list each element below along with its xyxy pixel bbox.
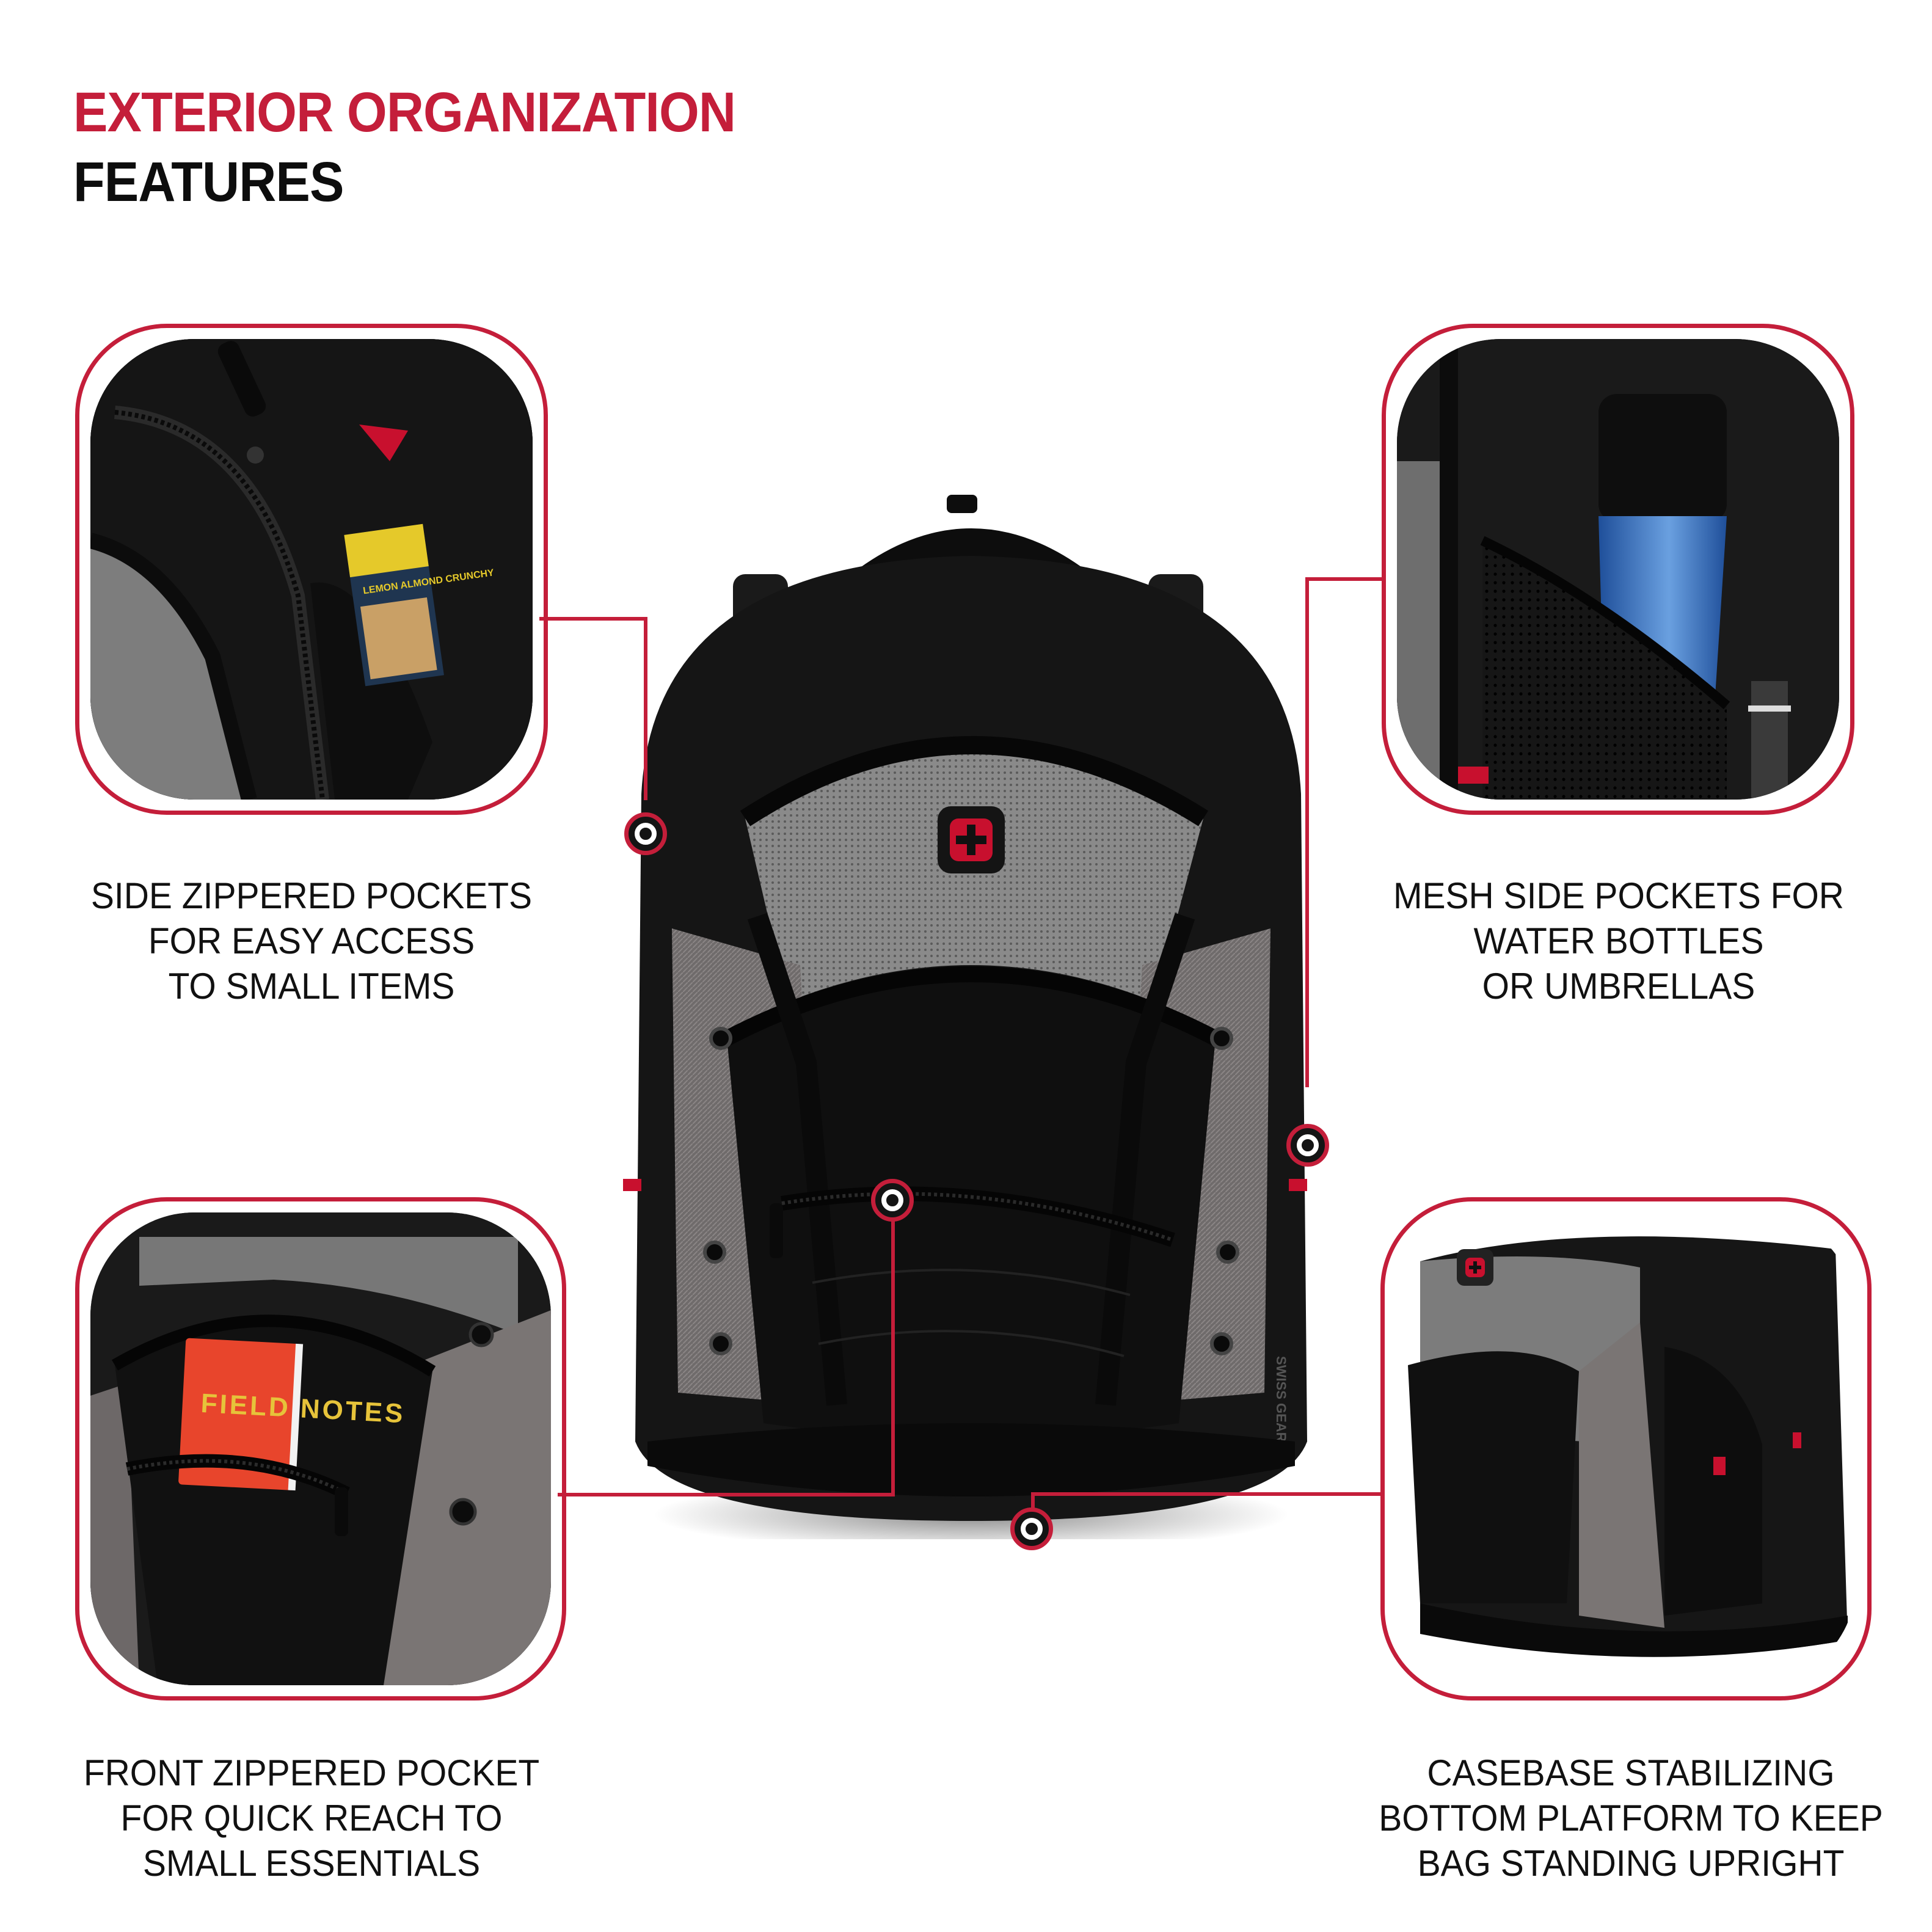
caption-line: SIDE ZIPPERED POCKETS — [90, 875, 533, 916]
backpack-product-image: SWISS GEAR — [605, 489, 1332, 1539]
marker-ring-icon — [1021, 1518, 1043, 1540]
backpack-illustration: SWISS GEAR — [623, 495, 1307, 1539]
side-pocket-illustration: LEMON ALMOND CRUNCHY — [90, 339, 533, 800]
swiss-cross-icon — [938, 806, 1005, 873]
caption-line: FRONT ZIPPERED POCKET — [83, 1752, 540, 1793]
casebase-illustration — [1396, 1212, 1856, 1685]
caption-side-pockets: SIDE ZIPPERED POCKETS FOR EASY ACCESS TO… — [74, 873, 550, 1009]
page-title-line1: EXTERIOR ORGANIZATION — [73, 81, 736, 144]
connector-side-pocket-v — [644, 617, 647, 800]
caption-line: FOR QUICK REACH TO — [120, 1798, 503, 1839]
connector-front-pocket-v — [891, 1220, 895, 1496]
marker-ring-icon — [881, 1189, 903, 1211]
mesh-pocket-photo — [1397, 339, 1839, 800]
marker-ring-icon — [635, 823, 657, 845]
caption-mesh-pockets: MESH SIDE POCKETS FOR WATER BOTTLES OR U… — [1381, 873, 1857, 1009]
caption-front-pocket: FRONT ZIPPERED POCKET FOR QUICK REACH TO… — [62, 1751, 561, 1886]
feature-frame-casebase — [1380, 1197, 1872, 1701]
page-title-line2: FEATURES — [73, 151, 344, 213]
front-pocket-illustration: FIELD NOTES — [90, 1212, 551, 1685]
side-brand-text: SWISS GEAR — [1274, 1356, 1289, 1442]
caption-line: TO SMALL ITEMS — [168, 966, 455, 1007]
side-pocket-photo: LEMON ALMOND CRUNCHY — [90, 339, 533, 800]
connector-mesh-pocket-h — [1305, 577, 1382, 581]
mesh-pocket-illustration — [1397, 339, 1839, 800]
caption-casebase: CASEBASE STABILIZING BOTTOM PLATFORM TO … — [1376, 1751, 1886, 1886]
connector-casebase-v — [1031, 1492, 1035, 1517]
front-pocket-photo: FIELD NOTES — [90, 1212, 551, 1685]
connector-side-pocket-h — [539, 617, 647, 621]
caption-line: BOTTOM PLATFORM TO KEEP — [1379, 1798, 1883, 1839]
caption-line: BAG STANDING UPRIGHT — [1417, 1843, 1845, 1884]
side-pocket-marker[interactable] — [624, 812, 667, 855]
caption-line: SMALL ESSENTIALS — [142, 1843, 481, 1884]
caption-line: MESH SIDE POCKETS FOR — [1393, 875, 1844, 916]
casebase-photo — [1396, 1212, 1856, 1685]
feature-frame-front-pocket: FIELD NOTES — [75, 1197, 566, 1701]
connector-mesh-pocket-v — [1305, 577, 1309, 1087]
marker-ring-icon — [1297, 1134, 1319, 1156]
caption-line: CASEBASE STABILIZING — [1427, 1752, 1835, 1793]
connector-casebase-h — [1031, 1492, 1380, 1496]
caption-line: WATER BOTTLES — [1473, 920, 1764, 961]
caption-line: OR UMBRELLAS — [1482, 966, 1755, 1007]
connector-front-pocket-h — [558, 1493, 895, 1496]
casebase-marker[interactable] — [1010, 1507, 1053, 1550]
mesh-pocket-marker[interactable] — [1286, 1124, 1329, 1167]
feature-frame-mesh-pockets — [1382, 324, 1854, 815]
front-pocket-marker[interactable] — [871, 1179, 914, 1222]
feature-frame-side-pockets: LEMON ALMOND CRUNCHY — [75, 324, 548, 815]
caption-line: FOR EASY ACCESS — [148, 920, 475, 961]
